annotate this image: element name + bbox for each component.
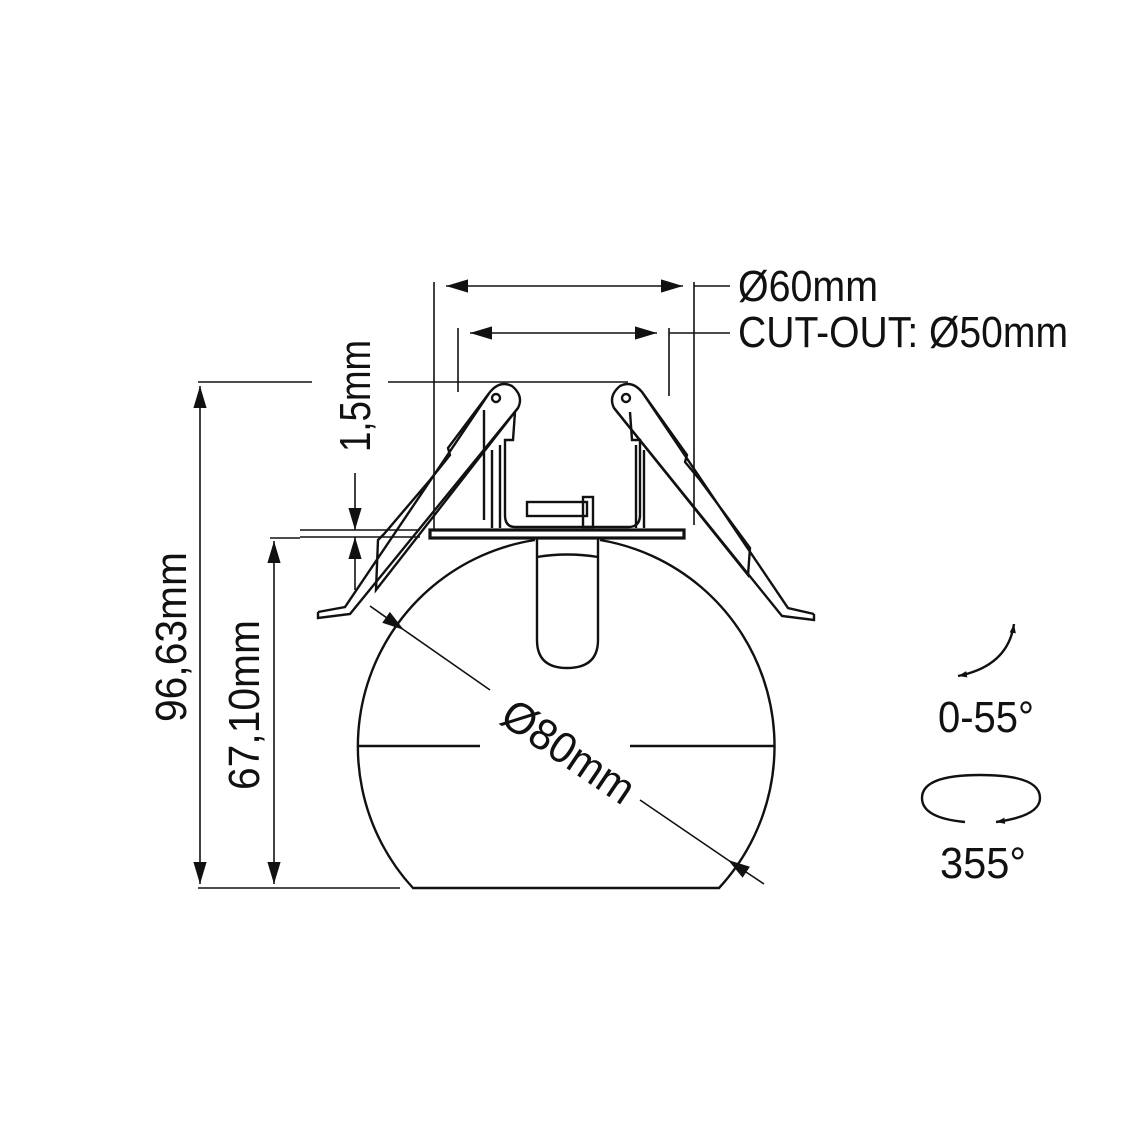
- sphere-body: [356, 538, 776, 890]
- rotation-icon: [920, 773, 1042, 824]
- sphere-height-dimension: 67,10mm: [220, 537, 300, 884]
- right-spring-clip: [610, 382, 816, 622]
- lamp-bulb: [535, 538, 600, 670]
- cutout-label: CUT-OUT: Ø50mm: [738, 308, 1068, 357]
- sphere-height-label: 67,10mm: [220, 620, 269, 790]
- total-height-dimension: 96,63mm: [147, 386, 207, 884]
- diameter-60-dimension: Ø60mm: [433, 262, 878, 530]
- total-height-label: 96,63mm: [147, 552, 196, 722]
- tilt-angle-label: 0-55°: [938, 693, 1034, 742]
- cutout-dimension: CUT-OUT: Ø50mm: [457, 308, 1068, 396]
- left-spring-clip: [316, 382, 642, 620]
- driver-box: [525, 495, 595, 529]
- sphere-diameter-label: Ø80mm: [492, 690, 644, 815]
- rotation-angle-label: 355°: [940, 839, 1026, 888]
- flange-thickness-dimension: 1,5mm: [331, 340, 380, 590]
- outer-diameter-label: Ø60mm: [738, 262, 878, 311]
- tilt-icon: [957, 623, 1016, 678]
- flange-thickness-label: 1,5mm: [331, 340, 380, 452]
- flange-plate: [428, 528, 686, 540]
